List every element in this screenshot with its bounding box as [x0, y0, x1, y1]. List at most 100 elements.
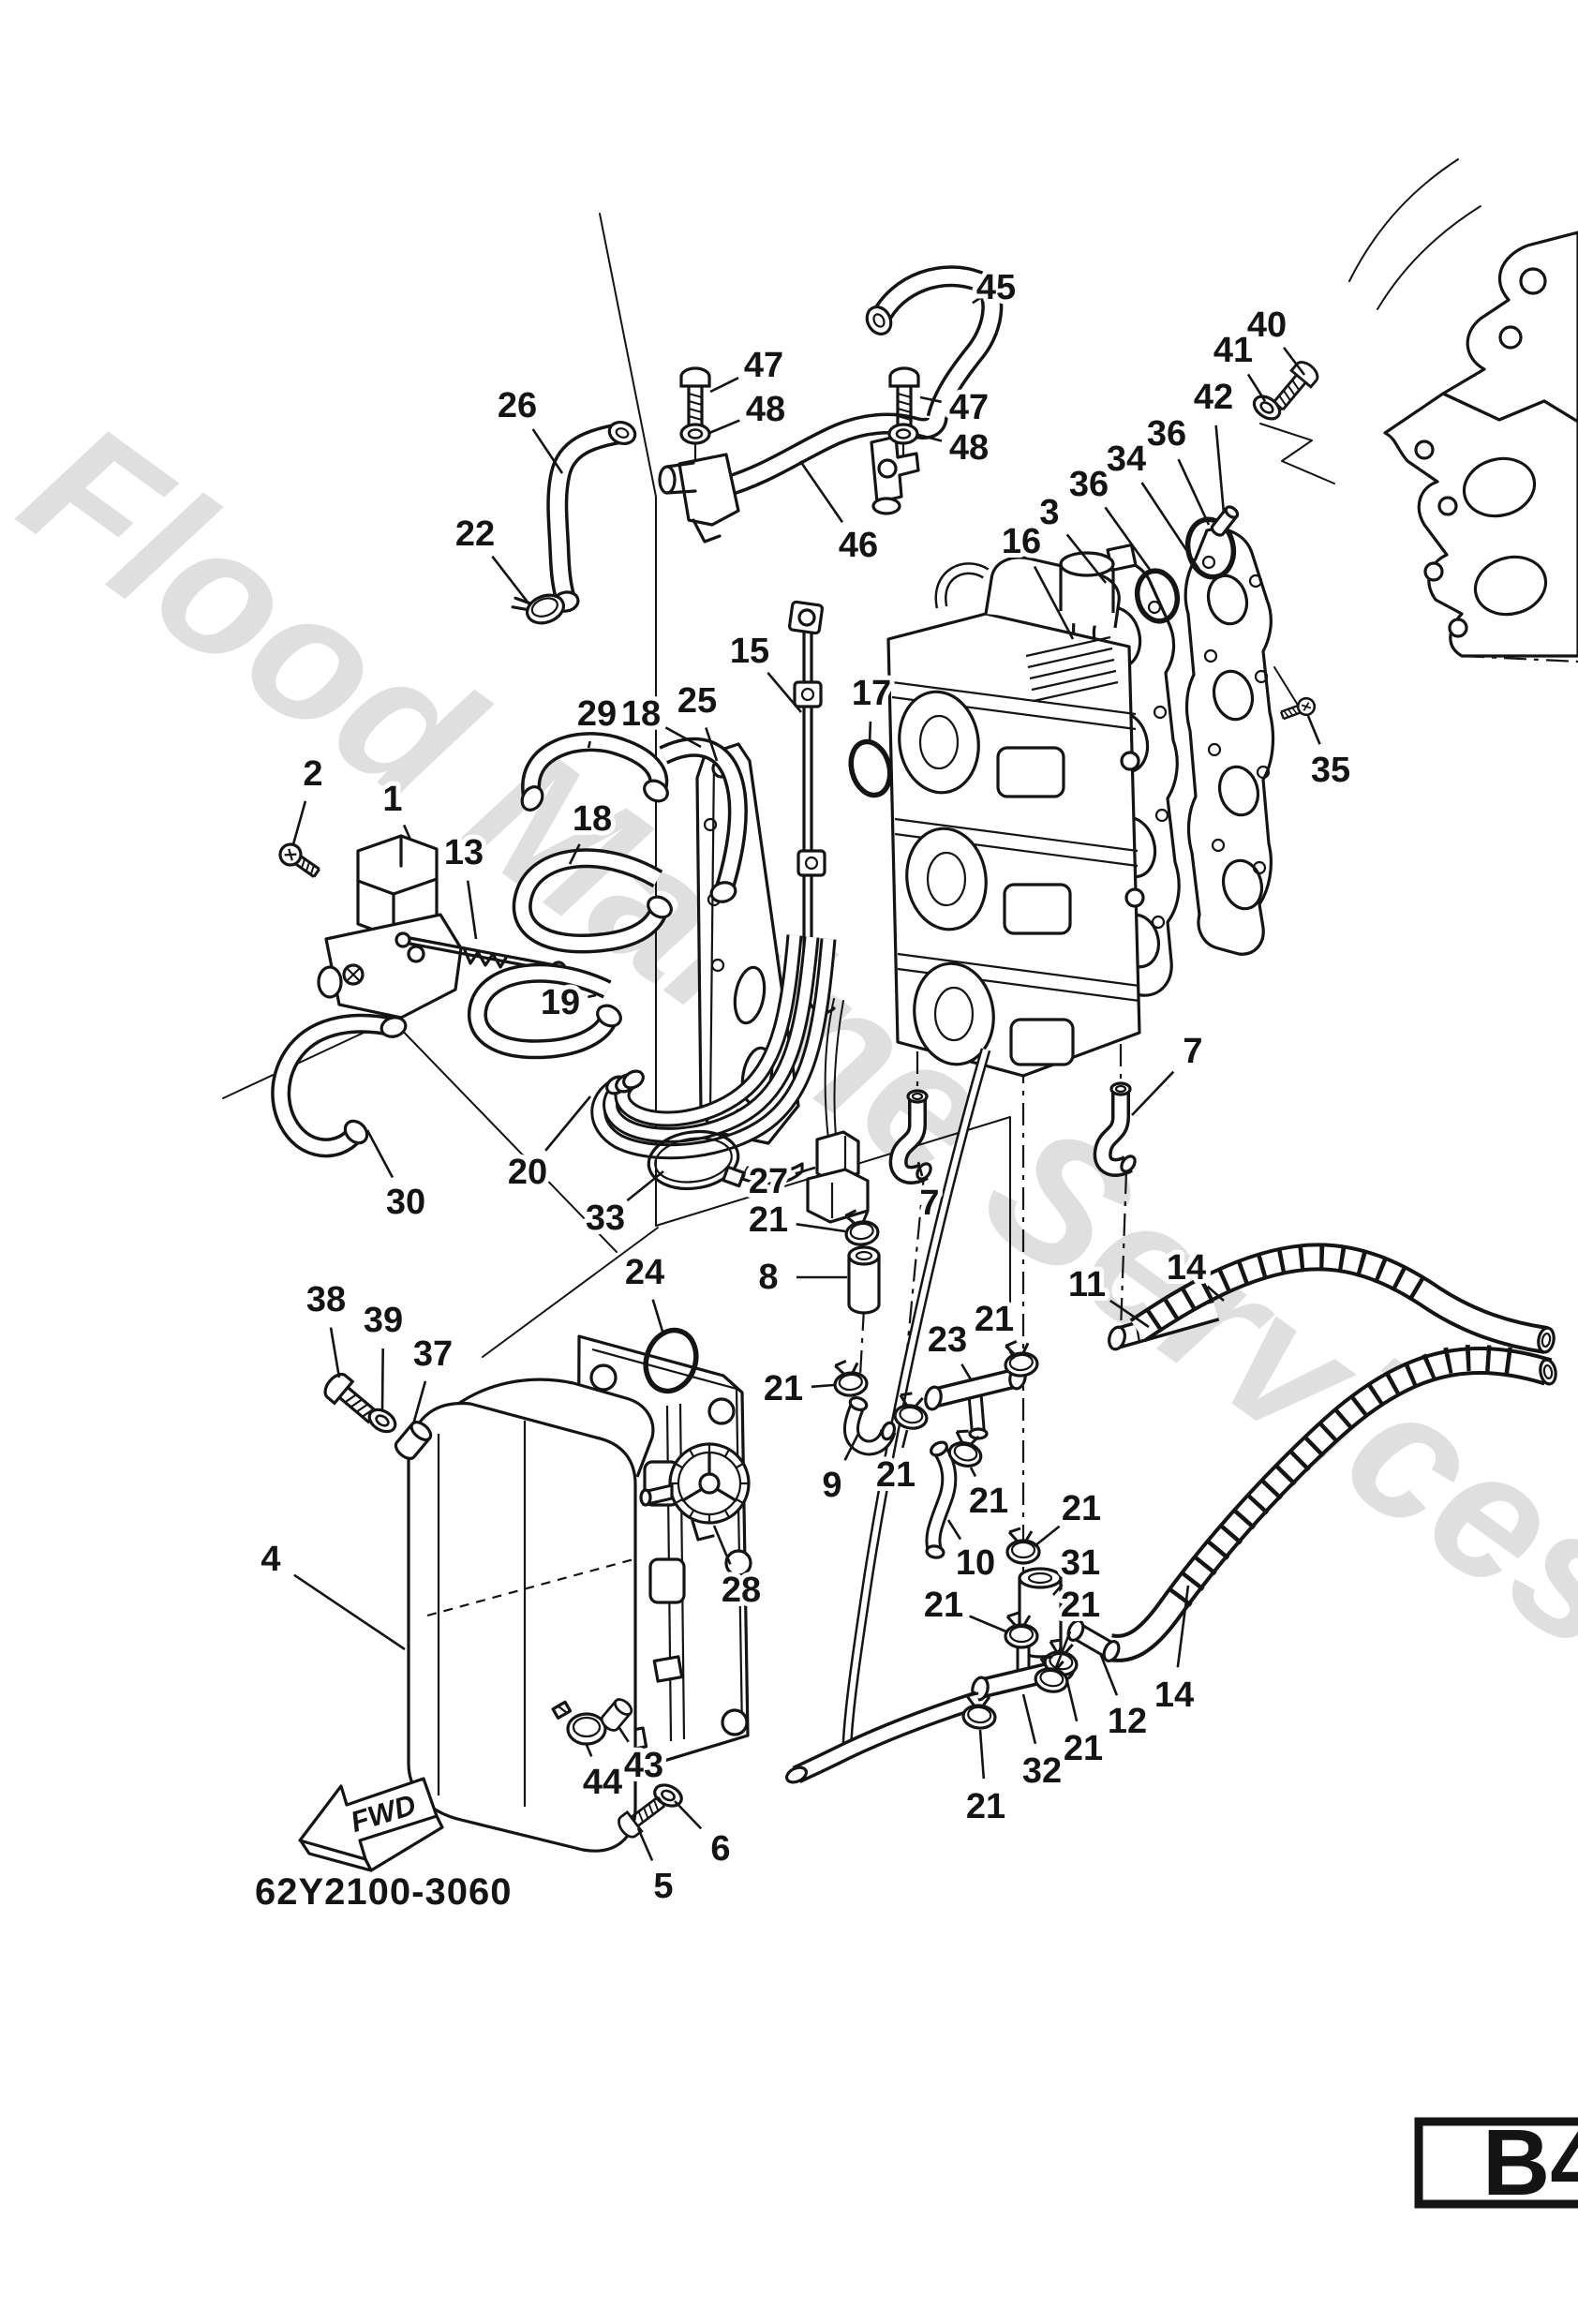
hose-29 — [520, 742, 669, 812]
callout-15: 15 — [730, 632, 769, 671]
leader-line — [491, 555, 531, 605]
callout-9: 9 — [822, 1466, 841, 1505]
screw-2 — [275, 839, 324, 884]
callout-14: 14 — [1167, 1248, 1206, 1288]
joint-tube-8 — [847, 1245, 881, 1315]
leader-line — [365, 1129, 394, 1179]
callout-45: 45 — [976, 268, 1016, 307]
hose-clamp-22 — [511, 593, 565, 625]
leader-line — [1065, 533, 1108, 584]
leader-line — [901, 1429, 909, 1449]
leader-line — [709, 377, 739, 394]
leader-line — [587, 740, 591, 749]
leader-line — [767, 672, 802, 713]
callout-12: 12 — [1108, 1702, 1147, 1741]
leader-line — [651, 1299, 665, 1335]
connector-27 — [806, 998, 870, 1224]
callout-48: 48 — [746, 390, 785, 429]
callout-34: 34 — [1107, 439, 1146, 479]
callout-28: 28 — [722, 1571, 761, 1610]
leader-line — [972, 296, 981, 305]
leader-line — [636, 1827, 654, 1862]
leader-line — [1104, 506, 1154, 574]
leader-line — [291, 800, 307, 845]
leader-line — [969, 1615, 1009, 1634]
callout-21: 21 — [749, 1200, 788, 1240]
callout-8: 8 — [758, 1258, 778, 1297]
gasket-34 — [1184, 527, 1275, 956]
hose-26 — [552, 421, 637, 613]
leader-line — [1177, 458, 1211, 526]
leader-line — [531, 428, 564, 474]
callout-42: 42 — [1194, 378, 1233, 417]
hose-32-left — [785, 1700, 978, 1785]
callout-23: 23 — [928, 1320, 967, 1360]
callout-36: 36 — [1147, 414, 1186, 454]
callout-11: 11 — [1068, 1265, 1106, 1304]
clamp-44 — [551, 1700, 607, 1746]
tee-joint-23 — [924, 1364, 1028, 1438]
leader-line — [585, 1744, 593, 1757]
callout-1: 1 — [382, 780, 402, 819]
leader-line — [1176, 1585, 1190, 1668]
fwd-arrow: FWD — [298, 1777, 444, 1872]
callout-21: 21 — [1064, 1729, 1103, 1768]
callout-6: 6 — [710, 1829, 730, 1869]
callout-26: 26 — [498, 386, 537, 425]
callout-30: 30 — [386, 1183, 425, 1222]
oring-24 — [643, 1327, 699, 1394]
callout-39: 39 — [364, 1301, 403, 1340]
collar-43 — [600, 1698, 633, 1732]
washer-48-left — [679, 423, 711, 445]
bolt-47-left — [679, 366, 711, 427]
leader-line — [1098, 1652, 1119, 1696]
leader-line — [843, 1433, 860, 1461]
leader-line — [1131, 1070, 1175, 1116]
page-code-box: B4 — [1414, 2110, 1578, 2215]
leader-line — [1246, 373, 1267, 402]
leader-line — [795, 1166, 816, 1175]
elbow-7-right — [1103, 1083, 1138, 1174]
leader-line — [674, 1800, 703, 1830]
leader-line — [664, 726, 702, 749]
callout-22: 22 — [455, 514, 495, 554]
callout-44: 44 — [583, 1763, 622, 1802]
leader-line — [1021, 1693, 1037, 1745]
leader-line — [618, 1727, 630, 1743]
screw-35 — [1278, 694, 1318, 724]
hose-bundle-20 — [599, 935, 828, 1152]
leader-line — [466, 880, 478, 940]
callout-5: 5 — [653, 1867, 673, 1906]
callout-35: 35 — [1311, 751, 1350, 790]
washer-48-right — [887, 423, 919, 445]
callout-10: 10 — [956, 1543, 995, 1583]
water-pipe-46 — [723, 418, 937, 515]
leader-line — [329, 1327, 341, 1378]
callout-3: 3 — [1039, 493, 1059, 532]
callout-21: 21 — [764, 1369, 803, 1408]
callout-41: 41 — [1213, 331, 1253, 370]
page-code: B4 — [1482, 2110, 1578, 2215]
callout-46: 46 — [839, 526, 878, 565]
leader-line — [588, 993, 597, 999]
callout-48: 48 — [949, 428, 989, 468]
hose-30 — [281, 1015, 408, 1148]
leader-line — [1005, 1344, 1016, 1360]
fitting-12 — [1065, 1619, 1122, 1662]
leader-line — [1109, 1299, 1150, 1329]
leader-line — [544, 1095, 592, 1152]
leader-line — [626, 1169, 664, 1202]
leader-line — [1034, 1525, 1061, 1548]
callout-21: 21 — [876, 1455, 916, 1495]
leader-line — [1053, 1631, 1072, 1671]
callout-14: 14 — [1154, 1676, 1194, 1715]
leader-line — [946, 1519, 962, 1541]
choke-knob-28 — [639, 1442, 751, 1542]
stay-rod-15 — [787, 600, 836, 1015]
leader-line — [1206, 1285, 1225, 1302]
leader-line — [1140, 482, 1201, 571]
leader-line — [796, 1223, 846, 1233]
